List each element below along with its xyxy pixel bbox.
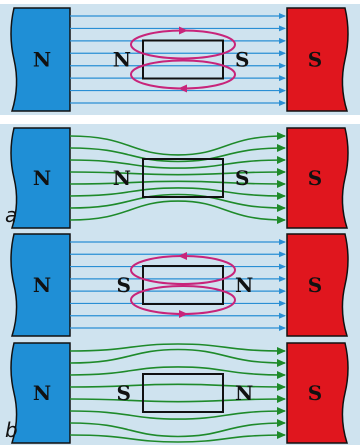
left-pole-label: N [33,166,51,190]
field-line [69,187,286,200]
field-line [69,382,286,391]
left-pole-label: N [33,48,51,72]
field-line [69,144,286,163]
bar-magnet [142,39,224,80]
south-pole-block [286,233,349,337]
right-pole-label: S [308,166,322,190]
magnet-right-pole-label: S [235,166,249,190]
north-pole-block [10,127,71,229]
north-pole-block [10,233,71,337]
panel-b-bottom: N S S Nb [0,339,360,445]
magnet-left-pole-label: N [113,48,131,72]
south-pole-block [286,7,349,112]
field-line [69,179,286,188]
panel-caption-label: b [5,418,18,442]
field-line [69,419,286,438]
magnet-right-pole-label: N [235,273,253,297]
field-line [69,366,286,379]
panel-caption-label: a [5,203,17,227]
bar-magnet [142,158,224,198]
loop-arrow [178,252,187,260]
field-line [69,348,286,367]
right-pole-label: S [308,273,322,297]
loop-arrow [179,26,188,35]
magnet-left-pole-label: S [117,381,131,405]
field-line [69,200,286,224]
bar-magnet [142,373,224,413]
field-line [69,395,286,404]
magnet-right-pole-label: N [235,381,253,405]
field-line [69,431,286,443]
north-pole-block [10,7,71,112]
right-pole-label: S [308,48,322,72]
loop-arrow [179,310,188,318]
panel-a-bottom: N S N Sa [0,124,360,232]
bar-magnet [142,265,224,305]
south-pole-block [286,127,349,229]
field-line [69,343,286,355]
field-line [69,168,286,177]
left-pole-label: N [33,381,51,405]
left-pole-label: N [33,273,51,297]
field-line [69,156,286,169]
magnet-right-pole-label: S [235,48,249,72]
magnet-left-pole-label: S [117,273,131,297]
right-pole-label: S [308,381,322,405]
field-line [69,193,286,212]
south-pole-block [286,342,349,444]
magnet-left-pole-label: N [113,166,131,190]
field-line [69,132,286,156]
north-pole-block [10,342,71,444]
field-line [69,407,286,420]
loop-arrow [178,84,187,93]
